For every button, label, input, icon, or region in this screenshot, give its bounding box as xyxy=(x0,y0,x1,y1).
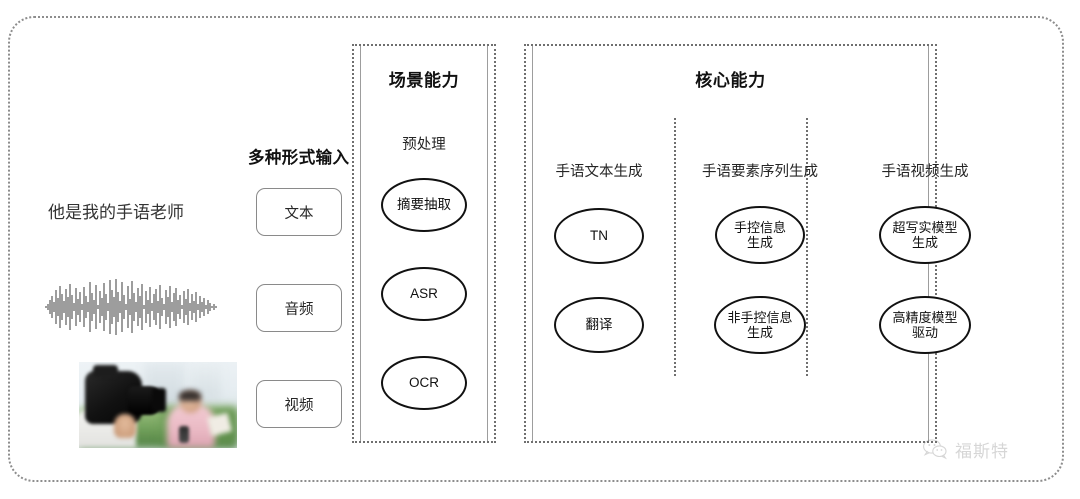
core-node-translation-label: 翻译 xyxy=(585,317,613,333)
input-button-audio-label: 音频 xyxy=(284,301,314,318)
watermark: 福斯特 xyxy=(922,432,1062,466)
input-button-audio[interactable]: 音频 xyxy=(256,284,342,332)
input-button-text[interactable]: 文本 xyxy=(256,188,342,236)
core-column-label-sign-text-generation: 手语文本生成 xyxy=(555,164,643,180)
scene-node-summary-extraction-label: 摘要抽取 xyxy=(397,197,451,213)
scene-node-ocr-label: OCR xyxy=(409,375,439,391)
core-column-divider-1 xyxy=(674,118,676,376)
scene-node-summary-extraction[interactable]: 摘要抽取 xyxy=(381,178,467,232)
input-section-heading: 多种形式输入 xyxy=(248,149,350,167)
watermark-text: 福斯特 xyxy=(955,441,1009,461)
core-node-tn[interactable]: TN xyxy=(554,208,644,264)
scene-panel-title: 场景能力 xyxy=(388,71,460,90)
input-region: 多种形式输入 他是我的手语老师 xyxy=(30,40,349,450)
wechat-icon xyxy=(922,438,948,460)
core-node-hyperrealistic-model-generation[interactable]: 超写实模型 生成 xyxy=(879,206,971,264)
video-thumbnail xyxy=(79,362,237,448)
scene-node-asr[interactable]: ASR xyxy=(381,267,467,321)
scene-column-label-preprocess: 预处理 xyxy=(402,137,446,153)
core-column-label-sign-video-generation: 手语视频生成 xyxy=(881,164,969,180)
core-node-non-manual-info-generation-line2: 生成 xyxy=(746,325,773,340)
core-node-manual-info-generation[interactable]: 手控信息 生成 xyxy=(715,206,805,264)
core-node-tn-label: TN xyxy=(590,228,608,244)
core-column-label-sign-element-sequence-generation: 手语要素序列生成 xyxy=(702,164,818,180)
core-node-hyperrealistic-model-generation-line1: 超写实模型 xyxy=(892,219,958,235)
input-button-text-label: 文本 xyxy=(284,205,314,222)
scene-node-ocr[interactable]: OCR xyxy=(381,356,467,410)
core-node-high-precision-model-driving-line2: 驱动 xyxy=(911,325,938,340)
input-button-video-label: 视频 xyxy=(284,397,314,414)
core-node-manual-info-generation-line2: 生成 xyxy=(746,235,773,250)
core-column-divider-2 xyxy=(806,118,808,376)
scene-node-asr-label: ASR xyxy=(410,286,438,302)
core-node-translation[interactable]: 翻译 xyxy=(554,297,644,353)
scene-capability-panel: 场景能力 xyxy=(352,44,496,443)
core-node-non-manual-info-generation-line1: 非手控信息 xyxy=(727,309,793,325)
core-node-high-precision-model-driving[interactable]: 高精度模型 驱动 xyxy=(879,296,971,354)
audio-waveform xyxy=(43,276,223,338)
core-node-hyperrealistic-model-generation-line2: 生成 xyxy=(911,235,938,250)
scene-panel-inner-border xyxy=(360,44,488,443)
input-button-video[interactable]: 视频 xyxy=(256,380,342,428)
core-panel-title: 核心能力 xyxy=(695,71,766,90)
core-node-non-manual-info-generation[interactable]: 非手控信息 生成 xyxy=(714,296,806,354)
core-node-manual-info-generation-line1: 手控信息 xyxy=(733,219,786,235)
sample-input-text: 他是我的手语老师 xyxy=(48,203,184,222)
core-node-high-precision-model-driving-line1: 高精度模型 xyxy=(892,309,958,325)
